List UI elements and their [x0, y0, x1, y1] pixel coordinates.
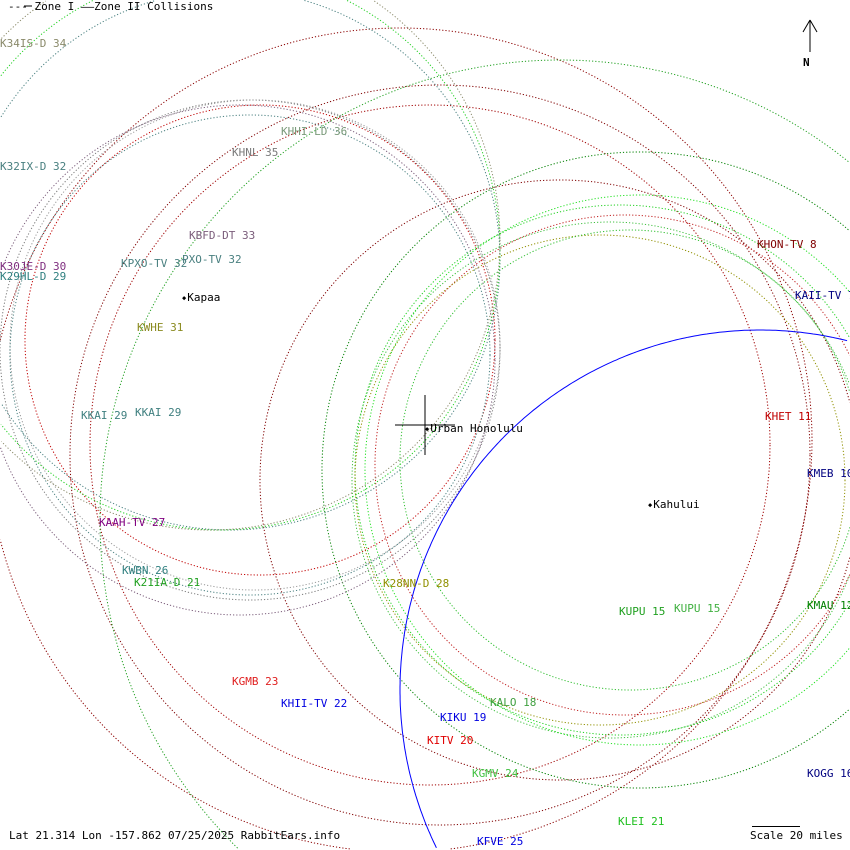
coverage-contour	[0, 104, 496, 616]
coverage-contour	[321, 151, 849, 789]
station-label[interactable]: KKAI 29	[135, 406, 182, 419]
scale-bar	[752, 826, 800, 827]
station-label[interactable]: KAII-TV 7	[795, 289, 850, 302]
coverage-contour	[354, 204, 850, 736]
coverage-contour	[69, 84, 811, 826]
legend: --- Zone I ——Zone II Collisions	[8, 1, 213, 13]
station-label[interactable]: KMAU 12	[807, 599, 850, 612]
station-label[interactable]: PXO-TV 32	[182, 253, 242, 266]
coverage-contour	[0, 99, 501, 601]
station-label[interactable]: K32IX-D 32	[0, 160, 67, 173]
legend-zone1: --- Zone I	[8, 0, 75, 13]
coverage-contour	[364, 194, 850, 746]
station-label[interactable]: K34IS-D 34	[0, 37, 67, 50]
city-label: Kapaa	[182, 292, 220, 304]
station-label[interactable]: KWHE 31	[137, 321, 184, 334]
coverage-contour	[89, 104, 771, 786]
coverage-contour	[399, 329, 848, 849]
station-label[interactable]: K29HL-D 29	[0, 270, 67, 283]
station-label[interactable]: K30JE-D 30	[0, 260, 67, 273]
station-label[interactable]: KOGG 16	[807, 767, 850, 780]
station-label[interactable]: KITV 20	[427, 734, 474, 747]
station-label[interactable]: KPXO-TV 32	[121, 257, 188, 270]
coverage-contour	[1, 0, 501, 531]
coverage-contour	[354, 234, 846, 726]
coverage-contour	[9, 114, 491, 596]
station-label[interactable]: KWBN 26	[122, 564, 169, 577]
north-arrow-icon	[802, 19, 811, 33]
city-label: Kahului	[648, 499, 699, 511]
station-label[interactable]: KAAH-TV 27	[99, 516, 166, 529]
coverage-contour	[0, 0, 501, 531]
city-label: Urban Honolulu	[425, 423, 523, 435]
station-label[interactable]: KKAI 29	[81, 409, 128, 422]
station-label[interactable]: KHET 11	[765, 410, 812, 423]
coverage-contour	[351, 221, 850, 739]
coverage-contour	[259, 179, 850, 781]
station-label[interactable]: KGMV 24	[472, 767, 519, 780]
station-label[interactable]: KFVE 25	[477, 835, 524, 848]
legend-collisions: Collisions	[147, 0, 214, 13]
north-label: N	[803, 56, 810, 69]
station-label[interactable]: KIKU 19	[440, 711, 487, 724]
station-label[interactable]: KLEI 21	[618, 815, 665, 828]
coverage-contour	[0, 27, 813, 850]
coverage-contour	[0, 0, 501, 531]
station-label[interactable]: KALO 18	[490, 696, 537, 709]
station-label[interactable]: KHON-TV 8	[757, 238, 817, 251]
station-label[interactable]: KBFD-DT 33	[189, 229, 256, 242]
station-label[interactable]: KUPU 15	[674, 602, 721, 615]
station-label[interactable]: K21IA-D 21	[134, 576, 201, 589]
legend-zone2: ——Zone II	[80, 0, 141, 13]
station-label[interactable]: KGMB 23	[232, 675, 279, 688]
footer-info: Lat 21.314 Lon -157.862 07/25/2025 Rabbi…	[9, 829, 341, 842]
station-label[interactable]: KMEB 10	[807, 467, 850, 480]
station-label[interactable]: KHHI-LD 36	[281, 125, 348, 138]
station-label[interactable]: KHII-TV 22	[281, 697, 348, 710]
station-label[interactable]: K28NN-D 28	[383, 577, 450, 590]
scale-label: Scale 20 miles	[750, 829, 843, 842]
station-label[interactable]: KHNL 35	[232, 146, 279, 159]
coverage-contour	[9, 99, 501, 591]
coverage-contour	[374, 214, 850, 716]
north-arrow-icon	[809, 19, 818, 33]
station-label[interactable]: KUPU 15	[619, 605, 666, 618]
coverage-contour	[399, 229, 850, 691]
